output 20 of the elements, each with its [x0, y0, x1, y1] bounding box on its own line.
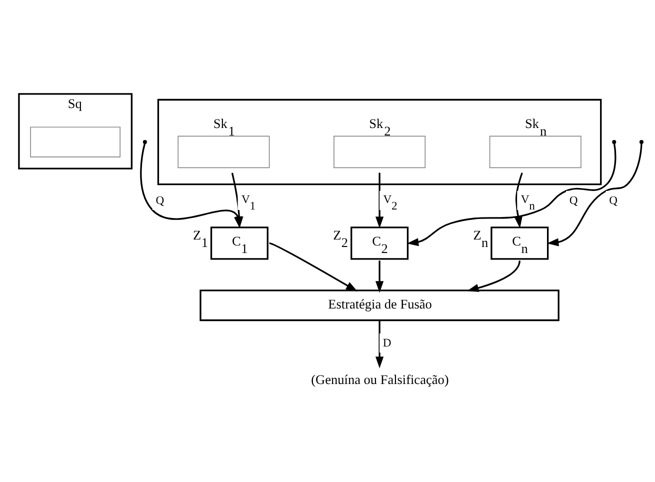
arrow [467, 260, 520, 292]
node-box [30, 126, 120, 157]
node-box [178, 135, 270, 168]
arrow [514, 172, 523, 228]
arrow [546, 143, 642, 246]
node-text: (Genuína ou Falsificação) [311, 371, 449, 386]
cluster: Sq [18, 92, 133, 169]
arrow [269, 242, 358, 292]
edge-label: Q [569, 193, 578, 206]
edge-label: D [382, 336, 392, 350]
node-box [489, 135, 582, 168]
node-box: Estratégia de Fusão [200, 289, 560, 321]
arrow [375, 260, 384, 292]
arrow [375, 320, 384, 368]
edge-label: Q [609, 193, 618, 206]
node-box [334, 135, 426, 168]
arrow [375, 172, 384, 228]
arrow [406, 142, 616, 246]
cluster [157, 98, 602, 185]
edge-label: Q [156, 193, 164, 206]
